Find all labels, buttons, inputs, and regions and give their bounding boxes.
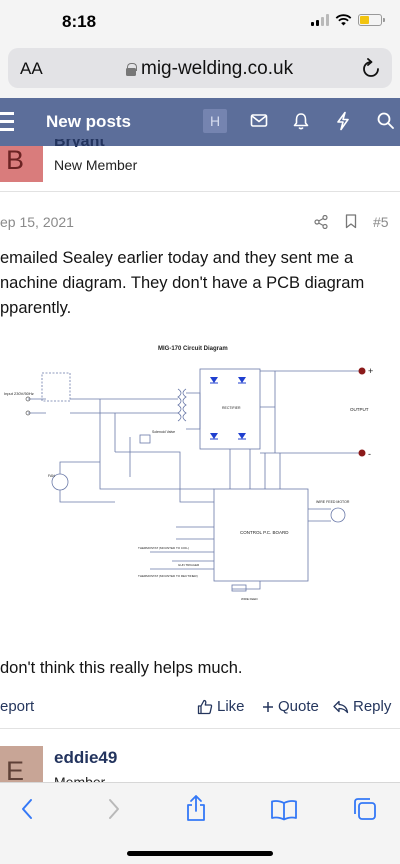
wifi-icon [335, 14, 352, 26]
search-icon[interactable] [376, 110, 396, 132]
output-label: OUTPUT [350, 407, 369, 412]
solenoid-label: Solenoid Valve [152, 430, 175, 434]
divider [0, 728, 400, 729]
post-number-link[interactable]: #5 [373, 214, 389, 230]
reply-button[interactable]: Reply [333, 698, 391, 715]
text-size-button[interactable]: AA [20, 59, 43, 78]
power-switch [41, 372, 71, 402]
wire-feed-pot-label: WIRE FEED [241, 597, 259, 601]
thumbs-up-icon [197, 699, 213, 714]
transformer-symbol [177, 388, 187, 422]
potentiometer-symbol [231, 584, 247, 592]
username[interactable]: eddie49 [54, 748, 118, 767]
status-time: 8:18 [62, 12, 97, 31]
post-date[interactable]: ep 15, 2021 [0, 214, 74, 230]
input-terminal [25, 396, 31, 402]
bell-icon[interactable] [292, 110, 310, 132]
motor-wiring [308, 508, 331, 522]
output-wiring [260, 370, 362, 454]
input-wires [28, 398, 46, 414]
status-icons [311, 14, 385, 26]
share-icon[interactable] [314, 215, 328, 229]
mail-icon[interactable] [250, 110, 268, 132]
username[interactable]: Bryant [54, 139, 105, 147]
thermostat-coil-label: THERMOSTAT (MOUNTED TO COIL) [138, 546, 189, 550]
avatar-letter: E [6, 756, 25, 782]
battery-icon [358, 14, 385, 26]
negative-terminal [358, 449, 366, 457]
browser-toolbar [0, 782, 400, 864]
post-body: emailed Sealey earlier today and they se… [0, 249, 365, 317]
user-role: Member [54, 774, 106, 782]
lock-icon [126, 62, 137, 76]
lightning-icon[interactable] [334, 110, 352, 132]
motor-label: WIRE FEED MOTOR [316, 500, 350, 504]
input-main-wiring [70, 398, 150, 467]
forum-nav-bar: New posts H [0, 98, 400, 146]
trigger-label: GUN TRIGGER [178, 563, 200, 567]
avatar[interactable]: E [0, 746, 43, 782]
bookmarks-icon[interactable] [270, 799, 298, 821]
report-link[interactable]: eport [0, 698, 35, 715]
tabs-icon[interactable] [352, 796, 378, 822]
quote-label: Quote [278, 698, 319, 715]
rectifier-label: RECTIFIER [222, 406, 241, 410]
avatar[interactable]: B [0, 146, 43, 182]
menu-icon[interactable] [0, 112, 14, 136]
home-indicator [127, 851, 273, 856]
minus-sign: - [368, 449, 371, 459]
sensor-wiring [150, 526, 261, 590]
thermostat-rectifier-label: THERMOSTAT (MOUNTED TO RECTIFIER) [138, 574, 198, 578]
cellular-signal-icon [311, 14, 329, 26]
diode-symbols [210, 377, 246, 440]
input-label: Input 230V/50Hz [4, 391, 34, 396]
control-board-label: CONTROL P.C. BOARD [240, 530, 289, 535]
nav-title[interactable]: New posts [46, 112, 132, 131]
url-text: mig-welding.co.uk [141, 58, 294, 79]
diagram-title: MIG-170 Circuit Diagram [158, 346, 228, 352]
positive-terminal [358, 367, 366, 375]
battery-level [360, 16, 369, 24]
transformer-wiring [150, 392, 201, 430]
control-board-wiring [99, 437, 281, 503]
forward-icon[interactable] [107, 797, 121, 821]
circuit-diagram-image[interactable]: MIG-170 Circuit Diagram Input 230V/50Hz … [0, 337, 400, 617]
back-icon[interactable] [20, 797, 34, 821]
quote-button[interactable]: Quote [262, 698, 319, 715]
post-actions: eport Like Quote Reply [0, 697, 400, 717]
reload-icon[interactable] [362, 58, 380, 78]
user-role: New Member [54, 157, 138, 173]
fan-label: FAN [48, 474, 55, 478]
user-avatar-button[interactable]: H [203, 109, 227, 133]
post-closing-text: don't think this really helps much. [0, 659, 243, 677]
avatar-letter: B [6, 146, 25, 175]
address-bar[interactable]: AA mig-welding.co.uk [8, 48, 392, 88]
address-bar-area: AA mig-welding.co.uk [0, 46, 400, 98]
reply-arrow-icon [333, 700, 349, 713]
like-label: Like [217, 698, 245, 715]
divider [0, 191, 400, 192]
plus-icon [263, 701, 273, 712]
plus-sign: + [368, 366, 373, 376]
bookmark-icon[interactable] [345, 214, 357, 229]
status-bar: 8:18 [0, 0, 400, 46]
like-button[interactable]: Like [197, 698, 245, 715]
control-board-box [213, 488, 309, 582]
input-terminal [25, 410, 31, 416]
url-display[interactable]: mig-welding.co.uk [126, 58, 293, 80]
reply-label: Reply [353, 698, 392, 715]
share-icon[interactable] [184, 794, 208, 822]
solenoid-symbol [139, 434, 151, 444]
motor-symbol [330, 507, 346, 523]
fan-wiring [59, 461, 115, 503]
